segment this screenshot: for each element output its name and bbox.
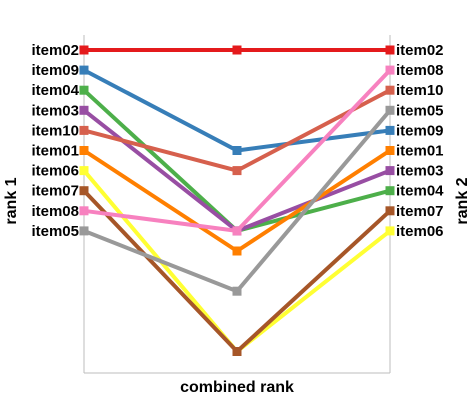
x-axis-title: combined rank — [180, 379, 294, 396]
right-tick-label: item08 — [396, 62, 444, 79]
left-y-axis-title: rank 1 — [3, 177, 20, 224]
point-item03-2 — [385, 166, 395, 176]
left-tick-label: item06 — [31, 163, 79, 180]
right-tick-label: item09 — [396, 122, 444, 139]
left-tick-label: item04 — [31, 82, 79, 99]
point-item01-1 — [232, 246, 242, 256]
left-tick-label: item10 — [31, 122, 79, 139]
point-item08-0 — [79, 206, 89, 216]
point-item05-1 — [232, 286, 242, 296]
series-item06 — [79, 166, 395, 356]
point-item07-1 — [232, 347, 242, 356]
point-item07-0 — [79, 186, 89, 196]
series-line-item06 — [82, 169, 392, 355]
point-item02-0 — [79, 45, 89, 55]
series-item07 — [79, 186, 395, 356]
series-layer — [79, 45, 395, 356]
right-tick-label: item03 — [396, 163, 444, 180]
right-tick-label: item10 — [396, 82, 444, 99]
left-tick-label: item02 — [31, 42, 79, 59]
point-item09-1 — [232, 146, 242, 155]
left-tick-label: item03 — [31, 102, 79, 119]
point-item10-0 — [79, 125, 89, 135]
point-item08-1 — [232, 226, 242, 236]
point-item03-0 — [79, 105, 89, 115]
left-tick-label: item09 — [31, 62, 79, 79]
series-item02 — [79, 45, 395, 55]
left-tick-label: item08 — [31, 203, 79, 220]
left-tick-label: item05 — [31, 223, 79, 240]
point-item09-0 — [79, 65, 89, 75]
left-tick-label: item01 — [31, 143, 79, 160]
point-item06-2 — [385, 226, 395, 236]
point-item01-2 — [385, 146, 395, 155]
point-item06-0 — [79, 166, 89, 176]
right-tick-labels: item02 item08 item10 item05 item09 item01 item… — [396, 42, 444, 240]
series-item05 — [79, 105, 395, 296]
right-tick-label: item05 — [396, 102, 444, 119]
point-item10-1 — [232, 166, 242, 176]
left-tick-label: item07 — [31, 183, 79, 200]
left-tick-labels: item02 item09 item04 item03 item10 item01 item… — [31, 42, 79, 240]
series-line-item04 — [82, 88, 391, 234]
series-item08 — [79, 65, 395, 236]
point-item05-2 — [385, 105, 395, 115]
point-item10-2 — [385, 85, 395, 95]
point-item02-1 — [232, 45, 242, 55]
point-item04-2 — [385, 186, 395, 196]
right-tick-label: item06 — [396, 223, 444, 240]
right-tick-label: item01 — [396, 143, 444, 160]
right-tick-label: item07 — [396, 203, 444, 220]
series-item09 — [79, 65, 395, 155]
point-item05-0 — [79, 226, 89, 236]
right-y-axis-title: rank 2 — [454, 177, 471, 224]
point-item02-2 — [385, 45, 395, 55]
right-tick-label: item04 — [396, 183, 444, 200]
series-item01 — [79, 146, 395, 256]
point-item07-2 — [385, 206, 395, 216]
point-item09-2 — [385, 125, 395, 135]
point-item08-2 — [385, 65, 395, 75]
series-item10 — [79, 85, 395, 176]
series-line-item09 — [83, 68, 391, 153]
point-item04-0 — [79, 85, 89, 95]
right-tick-label: item02 — [396, 42, 444, 59]
point-item01-0 — [79, 146, 89, 155]
